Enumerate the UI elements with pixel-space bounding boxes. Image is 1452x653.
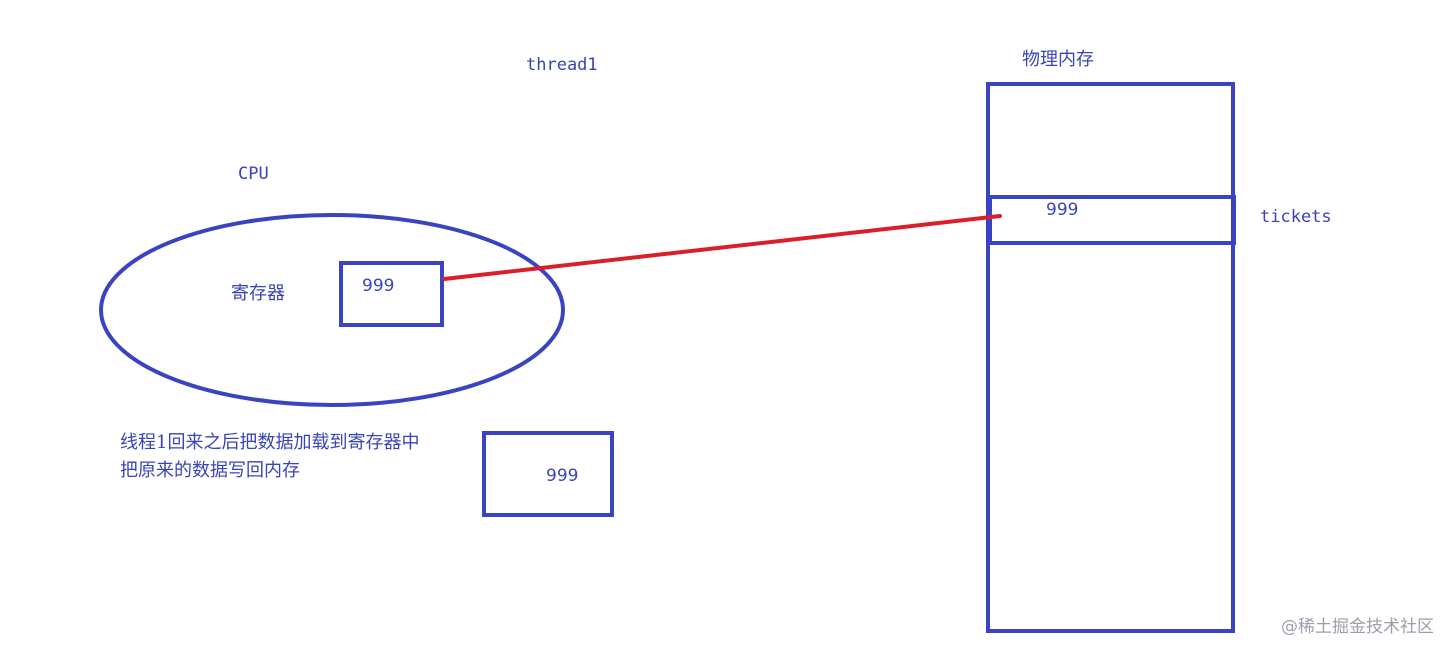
memory-column xyxy=(986,82,1235,633)
memory-cell xyxy=(988,195,1236,245)
physical-memory-label: 物理内存 xyxy=(1022,49,1094,70)
cpu-ellipse xyxy=(99,213,565,407)
tickets-label: tickets xyxy=(1260,207,1332,227)
thread-label: thread1 xyxy=(526,55,598,75)
register-label: 寄存器 xyxy=(231,283,285,304)
annotation-note: 线程1回来之后把数据加载到寄存器中 把原来的数据写回内存 xyxy=(120,429,419,485)
connector-line xyxy=(442,214,1002,281)
watermark: @稀土掘金技术社区 xyxy=(1281,617,1434,637)
register-value: 999 xyxy=(362,276,395,296)
memory-cell-value: 999 xyxy=(1046,200,1079,220)
register-box xyxy=(339,261,444,327)
note-line-2: 把原来的数据写回内存 xyxy=(120,460,300,481)
note-line-1: 线程1回来之后把数据加载到寄存器中 xyxy=(120,432,420,453)
value-box xyxy=(482,431,614,517)
cpu-label: CPU xyxy=(238,164,269,184)
value-box-text: 999 xyxy=(546,466,579,486)
